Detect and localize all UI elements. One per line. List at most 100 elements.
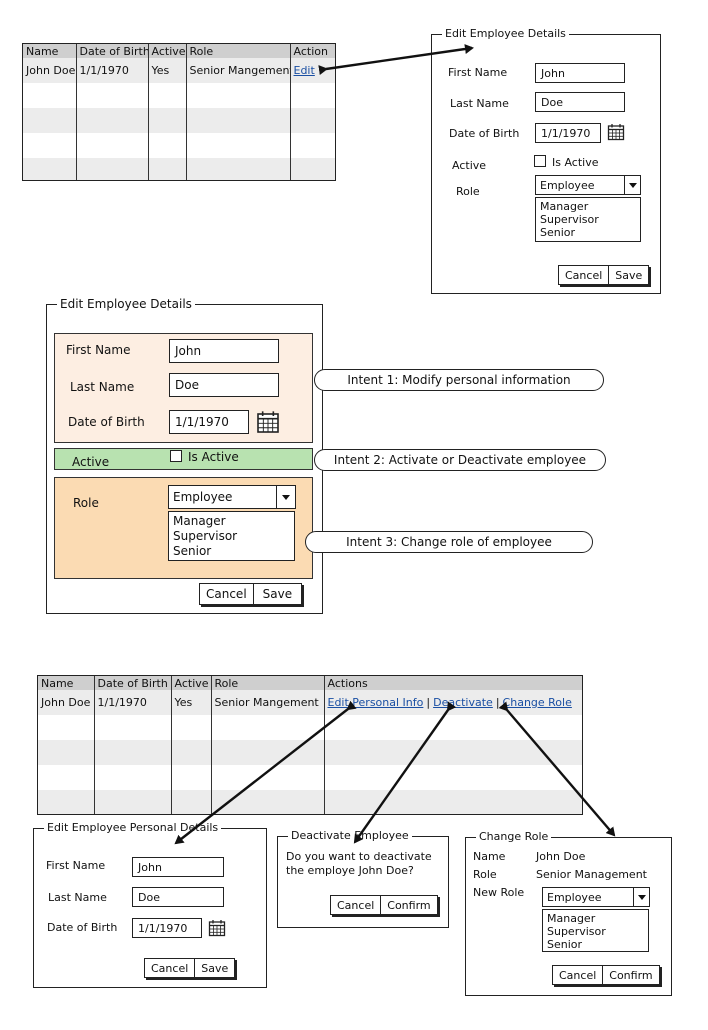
last-name-input[interactable]: Doe [169, 373, 279, 397]
dob-input[interactable]: 1/1/1970 [132, 918, 202, 938]
cancel-button[interactable]: Cancel [206, 587, 247, 601]
column-header-dob: Date of Birth [76, 44, 149, 58]
calendar-icon[interactable] [208, 919, 226, 937]
cell-role: Senior Mangement [186, 58, 291, 83]
intent-edit-employee-form: Edit Employee Details First Name John La… [46, 296, 323, 614]
table-row [23, 133, 335, 158]
role-select-value: Employee [173, 490, 233, 504]
name-label: Name [473, 850, 506, 863]
last-name-label: Last Name [70, 380, 135, 394]
role-option[interactable]: Manager [547, 912, 596, 925]
table-row [23, 158, 335, 180]
change-role-dialog: Change Role Name John Doe Role Senior Ma… [465, 829, 672, 996]
first-name-input[interactable]: John [132, 857, 224, 877]
dob-input[interactable]: 1/1/1970 [169, 410, 249, 434]
role-options-list[interactable]: Manager Supervisor Senior [542, 909, 649, 952]
dialog-buttons: Cancel Confirm [330, 895, 438, 915]
role-select[interactable]: Employee [168, 485, 296, 509]
table-row [23, 108, 335, 133]
last-name-input[interactable]: Doe [535, 92, 625, 112]
role-option[interactable]: Senior [173, 544, 212, 558]
role-select-value: Employee [540, 178, 595, 192]
chevron-down-icon[interactable] [633, 888, 649, 906]
table-row [38, 740, 582, 765]
form-buttons: Cancel Save [144, 958, 236, 978]
role-label: Role [73, 496, 99, 510]
dialog-buttons: Cancel Confirm [552, 965, 660, 985]
cell-dob: 1/1/1970 [94, 690, 172, 715]
cell-role: Senior Mangement [211, 690, 325, 715]
cell-name: John Doe [38, 690, 95, 715]
cell-active: Yes [148, 58, 187, 83]
first-name-label: First Name [46, 859, 106, 872]
change-role-link[interactable]: Change Role [502, 696, 572, 709]
calendar-icon[interactable] [256, 410, 280, 434]
cancel-button[interactable]: Cancel [565, 268, 603, 282]
chevron-down-icon[interactable] [624, 176, 640, 194]
role-options-list[interactable]: Manager Supervisor Senior [535, 197, 641, 242]
role-option[interactable]: Supervisor [173, 529, 238, 543]
intent-2-callout: Intent 2: Activate or Deactivate employe… [314, 449, 606, 471]
new-role-select-value: Employee [547, 890, 602, 904]
edit-link[interactable]: Edit [293, 64, 315, 77]
is-active-checkbox[interactable]: Is Active [534, 155, 599, 169]
column-header-name: Name [38, 676, 95, 690]
dob-input[interactable]: 1/1/1970 [535, 123, 601, 143]
table-row [38, 790, 582, 814]
first-name-input[interactable]: John [535, 63, 625, 83]
bottom-employee-table: Name Date of Birth Active Role Actions J… [38, 676, 582, 814]
cancel-button[interactable]: Cancel [151, 961, 189, 975]
form-legend: Edit Employee Details [442, 26, 569, 42]
separator: | [426, 696, 431, 709]
dialog-legend: Change Role [476, 829, 552, 845]
first-name-input[interactable]: John [169, 339, 279, 363]
role-value: Senior Management [536, 868, 647, 881]
cancel-button[interactable]: Cancel [559, 968, 597, 982]
role-option[interactable]: Manager [540, 200, 589, 213]
table-row [38, 715, 582, 740]
intent-1-callout: Intent 1: Modify personal information [314, 369, 604, 391]
save-button[interactable]: Save [608, 266, 648, 284]
role-option[interactable]: Senior [540, 226, 576, 239]
top-edit-employee-form: Edit Employee Details First Name John La… [431, 26, 661, 294]
table-header-row: Name Date of Birth Active Role Actions [38, 676, 582, 690]
confirm-button[interactable]: Confirm [380, 896, 436, 914]
role-option[interactable]: Supervisor [540, 213, 599, 226]
cell-dob: 1/1/1970 [76, 58, 149, 83]
column-header-name: Name [23, 44, 77, 58]
is-active-checkbox[interactable]: Is Active [170, 450, 239, 464]
role-label: Role [473, 868, 497, 881]
column-header-actions: Actions [324, 676, 582, 690]
role-option[interactable]: Senior [547, 938, 583, 951]
table-header-row: Name Date of Birth Active Role Action [23, 44, 335, 58]
cancel-button[interactable]: Cancel [337, 898, 375, 912]
dob-label: Date of Birth [68, 415, 145, 429]
active-label: Active [72, 455, 110, 469]
role-option[interactable]: Manager [173, 514, 226, 528]
first-name-label: First Name [448, 66, 508, 79]
form-buttons: Cancel Save [199, 583, 303, 605]
checkbox-icon[interactable] [170, 450, 182, 462]
new-role-label: New Role [473, 886, 525, 899]
role-options-list[interactable]: Manager Supervisor Senior [168, 511, 295, 561]
cell-name: John Doe [23, 58, 77, 83]
role-select[interactable]: Employee [535, 175, 641, 195]
deactivate-message-line-1: Do you want to deactivate [286, 850, 432, 863]
last-name-input[interactable]: Doe [132, 887, 224, 907]
column-header-active: Active [148, 44, 187, 58]
new-role-select[interactable]: Employee [542, 887, 650, 907]
checkbox-icon[interactable] [534, 155, 546, 167]
is-active-label: Is Active [188, 450, 239, 464]
last-name-label: Last Name [48, 891, 107, 904]
role-option[interactable]: Supervisor [547, 925, 606, 938]
column-header-action: Action [290, 44, 335, 58]
edit-personal-info-link[interactable]: Edit Personal Info [327, 696, 424, 709]
name-value: John Doe [536, 850, 586, 863]
calendar-icon[interactable] [607, 123, 625, 141]
confirm-button[interactable]: Confirm [602, 966, 658, 984]
deactivate-link[interactable]: Deactivate [433, 696, 493, 709]
chevron-down-icon[interactable] [276, 486, 295, 508]
save-button[interactable]: Save [194, 959, 234, 977]
save-button[interactable]: Save [252, 584, 301, 604]
cell-action: Edit [290, 58, 335, 83]
